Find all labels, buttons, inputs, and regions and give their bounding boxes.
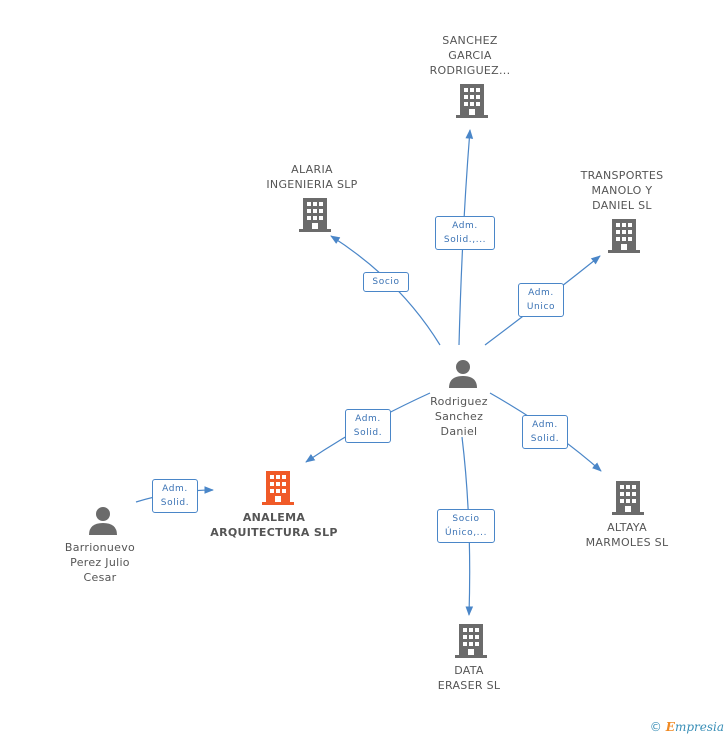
edge-label-barrionuevo-analema: Adm. Solid. xyxy=(152,479,198,513)
edge-label-to-sanchez: Adm. Solid.,... xyxy=(435,216,495,250)
edge-label-to-transportes: Adm. Unico xyxy=(518,283,564,317)
node-label-analema[interactable]: ANALEMA ARQUITECTURA SLP xyxy=(210,511,338,539)
edge-label-to-alaria: Socio xyxy=(363,272,409,292)
building-icon[interactable] xyxy=(455,624,487,658)
building-icon[interactable] xyxy=(608,219,640,253)
node-label-altaya[interactable]: ALTAYA MARMOLES SL xyxy=(585,521,669,549)
person-icon[interactable] xyxy=(88,505,118,535)
edges xyxy=(135,129,602,616)
node-label-barrionuevo[interactable]: Barrionuevo Perez Julio Cesar xyxy=(64,541,136,584)
node-label-sanchez-garcia[interactable]: SANCHEZ GARCIA RODRIGUEZ... xyxy=(429,34,511,77)
building-icon[interactable] xyxy=(299,198,331,232)
edge-label-to-altaya: Adm. Solid. xyxy=(522,415,568,449)
building-icon[interactable] xyxy=(612,481,644,515)
node-label-data-eraser[interactable]: DATA ERASER SL xyxy=(437,664,501,692)
edge-label-to-data-eraser: Socio Único,... xyxy=(437,509,495,543)
copyright-symbol: © xyxy=(649,720,662,734)
node-label-transportes[interactable]: TRANSPORTES MANOLO Y DANIEL SL xyxy=(580,169,664,212)
brand-initial: E xyxy=(665,720,675,734)
building-icon-main[interactable] xyxy=(262,471,294,505)
node-label-alaria[interactable]: ALARIA INGENIERIA SLP xyxy=(266,163,358,191)
brand-name: mpresia xyxy=(674,720,724,734)
edge-label-to-analema: Adm. Solid. xyxy=(345,409,391,443)
footer-brand: ©Empresia xyxy=(650,720,724,734)
person-icon[interactable] xyxy=(448,358,478,388)
building-icon[interactable] xyxy=(456,84,488,118)
node-label-rodriguez[interactable]: Rodriguez Sanchez Daniel xyxy=(430,395,488,438)
